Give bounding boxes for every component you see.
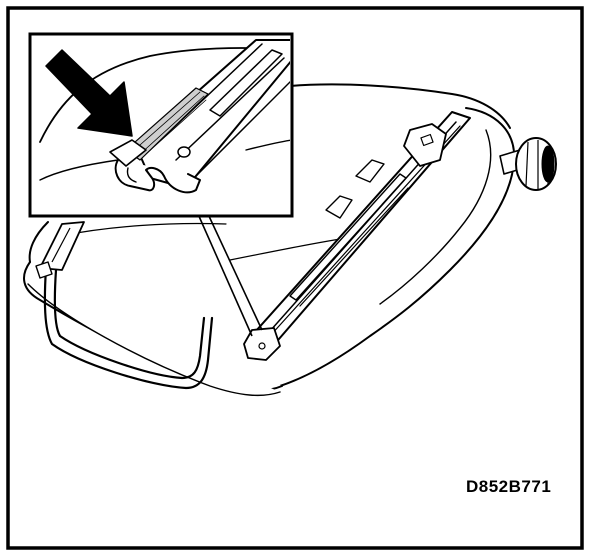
adjust-bar-outer [43, 266, 214, 390]
cushion-front-lower [27, 283, 281, 397]
inset-rail-edge-3 [195, 80, 290, 177]
seat-adjust-bar [43, 266, 214, 390]
inset-rail-edge-2 [175, 57, 285, 161]
rail-mount-stub [325, 195, 353, 219]
inset-rail-profile [114, 159, 201, 194]
leader-line-right [207, 213, 263, 331]
rail-front-bolt [258, 342, 266, 350]
knob-grip-1 [525, 141, 529, 187]
height-adjust-knob [499, 137, 557, 191]
inset-rail-profile-inner [126, 167, 137, 183]
left-seat-rail [35, 221, 85, 279]
right-seat-rail [243, 111, 471, 361]
inset-cushion-lower [39, 159, 119, 181]
callout-leader-lines [197, 213, 263, 337]
figure-code-label: D852B771 [466, 477, 552, 496]
detail-inset [28, 32, 294, 218]
leader-line-left [197, 213, 253, 337]
inset-cushion-right [245, 139, 290, 151]
left-rail-body [39, 221, 85, 271]
cushion-right-inner [379, 129, 492, 305]
left-rail-foot [35, 261, 53, 279]
knob-face [541, 145, 555, 183]
left-rail-line [51, 227, 71, 263]
inset-rail-slot [209, 49, 283, 117]
inset-clip [109, 139, 147, 167]
inset-shaded-hatch [131, 91, 207, 157]
inset-cushion-curve [39, 47, 290, 143]
adjust-bar-inner [53, 268, 206, 380]
cushion-left-side [28, 221, 49, 263]
rail-rear-bracket-hole [420, 133, 434, 147]
arrow-pointer-icon [45, 49, 133, 137]
rail-mount-stub-2 [355, 159, 385, 183]
inset-rail-hole [177, 146, 191, 158]
rail-slot [289, 173, 407, 301]
rail-slot-2 [299, 187, 409, 307]
cushion-right-side [279, 107, 516, 387]
